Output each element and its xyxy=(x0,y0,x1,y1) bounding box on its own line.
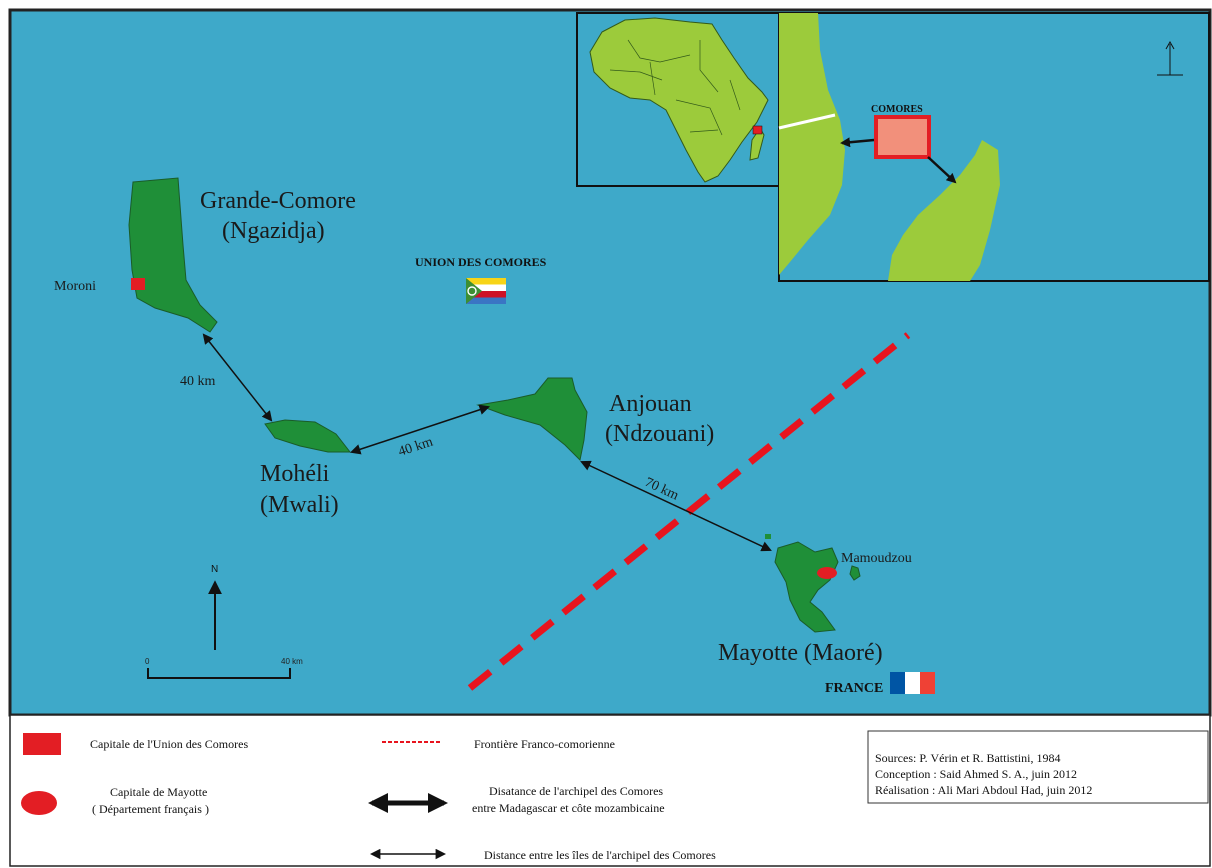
city-moroni-label: Moroni xyxy=(54,279,96,294)
anjouan-alt-name: (Ndzouani) xyxy=(605,421,714,447)
scale-bar-start: 0 xyxy=(145,657,150,666)
islet-mayotte-north xyxy=(765,534,771,539)
comores-inset-label: COMORES xyxy=(871,104,923,115)
legend-capital-union-symbol xyxy=(23,733,61,755)
distance-arrow-anjouan-mayotte xyxy=(580,460,772,552)
france-flag-band xyxy=(890,672,905,694)
scale-bar-end: 40 km xyxy=(281,657,303,666)
comores-highlight-box xyxy=(874,115,931,159)
grande-comore-alt-name: (Ngazidja) xyxy=(222,218,325,244)
inset-africa xyxy=(576,12,780,187)
legend-distance-islands-text: Distance entre les îles de l'archipel de… xyxy=(484,848,716,862)
comoros-flag-stripe xyxy=(466,278,506,285)
comoros-flag-stripe xyxy=(466,291,506,298)
comoros-flag-triangle xyxy=(466,278,482,304)
capital-union-marker xyxy=(131,278,145,290)
legend-capital-union-text: Capitale de l'Union des Comores xyxy=(90,737,248,751)
island-moheli xyxy=(264,419,352,453)
moheli-alt-name: (Mwali) xyxy=(260,492,339,518)
africa-borders xyxy=(609,39,741,136)
comoros-flag-crescent xyxy=(467,286,477,296)
island-petite-terre xyxy=(849,565,861,581)
legend-capital-mayotte-text-2: ( Département français ) xyxy=(92,802,209,816)
legend-capital-mayotte-symbol xyxy=(21,791,57,815)
legend-frontier-text: Frontière Franco-comorienne xyxy=(474,737,615,751)
moheli-name: Mohéli xyxy=(260,461,330,487)
distance-arrow-gc-moheli xyxy=(202,333,273,422)
madagascar-coast xyxy=(888,140,1000,281)
scale-bar xyxy=(147,668,291,679)
inset-north-arrow xyxy=(1157,40,1183,76)
city-mamoudzou-label: Mamoudzou xyxy=(841,551,912,566)
legend-distance-region-text-1: Disatance de l'archipel des Comores xyxy=(489,784,663,798)
comoros-flag xyxy=(466,278,506,304)
france-flag xyxy=(890,672,935,694)
mayotte-name: Mayotte (Maoré) xyxy=(718,640,883,666)
inset-mozambique-channel: COMORES xyxy=(778,12,1210,282)
sources-box xyxy=(867,730,1209,804)
comoros-flag-stripe xyxy=(466,284,506,291)
mozambique-coast xyxy=(779,13,845,275)
legend-capital-mayotte-text-1: Capitale de Mayotte xyxy=(110,785,207,799)
union-des-comores-label: UNION DES COMORES xyxy=(415,255,547,269)
distance-arrow-moheli-anjouan xyxy=(350,404,490,455)
inset-comoros-marker xyxy=(752,125,763,135)
island-grande-comore xyxy=(128,177,218,333)
france-flag-band xyxy=(905,672,920,694)
grande-comore-name: Grande-Comore xyxy=(200,188,356,214)
island-anjouan xyxy=(476,377,588,462)
capital-mayotte-marker xyxy=(817,567,837,579)
sources-line-2: Conception : Said Ahmed S. A., juin 2012 xyxy=(875,767,1077,781)
distance-label-gc-moheli: 40 km xyxy=(180,374,216,389)
north-arrow-letter: N xyxy=(211,564,218,575)
legend-distance-region-text-2: entre Madagascar et côte mozambicaine xyxy=(472,801,665,815)
mozambique-border xyxy=(778,113,836,130)
sources-line-3: Réalisation : Ali Mari Abdoul Had, juin … xyxy=(875,783,1092,797)
island-mayotte xyxy=(774,541,839,633)
inset-arrow-west xyxy=(840,137,875,148)
africa-continent xyxy=(589,17,769,183)
sources-line-1: Sources: P. Vérin et R. Battistini, 1984 xyxy=(875,751,1060,765)
france-flag-band xyxy=(920,672,935,694)
anjouan-name: Anjouan xyxy=(609,391,692,417)
inset-arrow-southeast xyxy=(927,156,957,184)
france-label: FRANCE xyxy=(825,681,883,696)
comoros-flag-stripe xyxy=(466,297,506,304)
